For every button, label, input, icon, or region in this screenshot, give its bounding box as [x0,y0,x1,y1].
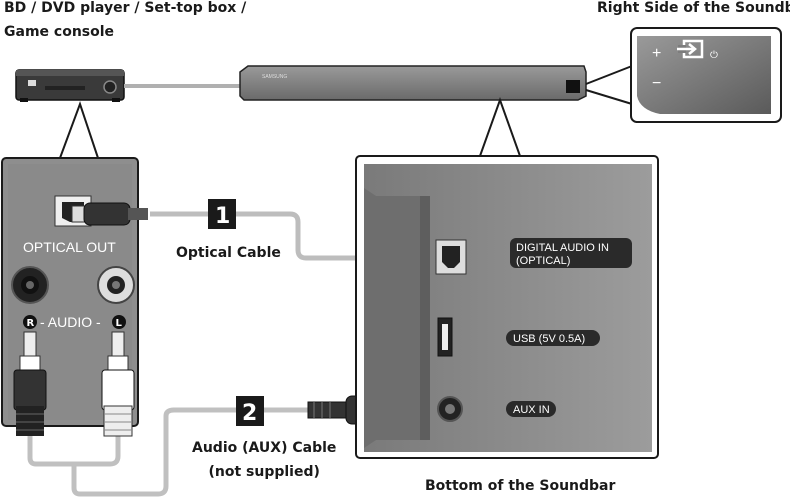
digital-audio-in-label-2: (OPTICAL) [516,255,570,267]
digital-audio-in-label-1: DIGITAL AUDIO IN [516,242,609,254]
side-view-pointer-2 [585,89,633,105]
source-icon[interactable] [677,39,704,59]
side-view-pointer [585,65,633,85]
usb-port[interactable] [437,317,453,357]
audio-left-badge: L [116,318,123,329]
right-side-panel: + − ⏻ [630,27,782,123]
aux-in-tag [506,401,556,417]
usb-label: USB (5V 0.5A) [513,333,585,345]
usb-tag [506,330,600,346]
source-device-label-line2: Game console [4,24,115,40]
aux-in-label: AUX IN [513,404,550,416]
digital-audio-in-tag [510,238,632,268]
audio-label: - AUDIO - [40,314,101,330]
audio-left-badge-bg [112,315,126,329]
soundbar-icon: SAMSUNG [239,65,587,101]
cable-1-badge [208,199,236,229]
optical-cable-label: Optical Cable [176,245,281,261]
bottom-panel: DIGITAL AUDIO IN (OPTICAL) USB (5V 0.5A)… [355,97,659,459]
cable-2-badge [236,396,264,426]
aux-cable-label: Audio (AUX) Cable (not supplied) [192,440,336,480]
aux-cable-label-line2: (not supplied) [208,464,320,480]
volume-up-icon[interactable]: + [652,45,661,62]
audio-right-badge-bg [23,315,37,329]
optical-out-label: OPTICAL OUT [23,239,116,255]
audio-right-jack[interactable] [11,266,49,304]
audio-right-badge: R [27,318,35,329]
aux-in-port[interactable] [437,396,463,422]
right-side-label: Right Side of the Soundbar [597,0,790,16]
aux-cable-label-line1: Audio (AUX) Cable [192,440,337,456]
source-device-label: BD / DVD player / Set-top box / Game con… [4,0,246,40]
cable-2-number: 2 [242,401,257,426]
cable-1-number: 1 [215,204,230,229]
power-icon[interactable]: ⏻ [710,50,718,61]
source-device-icon [15,69,125,102]
digital-audio-in-port[interactable] [435,239,467,275]
soundbar-brand: SAMSUNG [262,74,287,80]
source-device-label-line1: BD / DVD player / Set-top box / [4,0,247,16]
volume-down-icon[interactable]: − [652,75,661,92]
bottom-soundbar-label: Bottom of the Soundbar [425,478,616,494]
audio-left-jack[interactable] [97,266,135,304]
